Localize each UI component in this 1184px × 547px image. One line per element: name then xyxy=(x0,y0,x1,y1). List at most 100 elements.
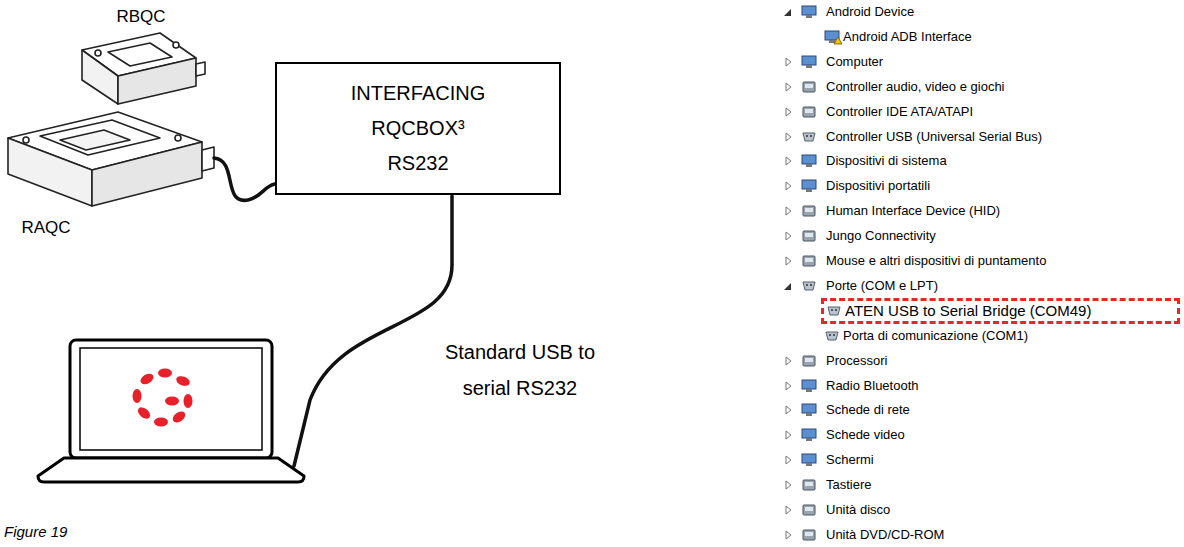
device-icon xyxy=(802,180,816,192)
laptop-base xyxy=(38,458,304,482)
device-icon xyxy=(802,404,816,416)
highlight-box: ATEN USB to Serial Bridge (COM49) xyxy=(821,298,1180,324)
tree-item: Schede video xyxy=(826,427,905,443)
collapsed-arrow xyxy=(786,257,791,265)
collapsed-arrow xyxy=(786,406,791,414)
tree-item: Unità disco xyxy=(826,502,890,518)
device-icon xyxy=(803,231,815,241)
device-icon xyxy=(803,282,815,290)
laptop-screen xyxy=(70,340,272,458)
collapsed-arrow xyxy=(786,157,791,165)
device-icon xyxy=(803,480,815,490)
tree-item: Human Interface Device (HID) xyxy=(826,203,1000,219)
device-icon xyxy=(803,82,815,92)
collapsed-arrow xyxy=(786,58,791,66)
laptop-display xyxy=(80,348,262,450)
tree-item: Processori xyxy=(826,353,887,369)
device-icon xyxy=(802,429,816,441)
collapsed-arrow xyxy=(786,133,791,141)
logo-dot xyxy=(136,405,153,421)
box-text: INTERFACING RQCBOX³ RS232 xyxy=(343,76,493,181)
tree-item: Schermi xyxy=(826,452,874,468)
cable xyxy=(294,196,452,466)
device-icon xyxy=(803,133,815,141)
device-icon xyxy=(802,380,816,392)
tree-item: Unità DVD/CD-ROM xyxy=(826,527,944,543)
raqc-pin xyxy=(175,135,181,141)
tree-expanders xyxy=(784,9,791,539)
rbqc-pin xyxy=(173,42,179,48)
collapsed-arrow xyxy=(786,83,791,91)
tree-item: Tastiere xyxy=(826,477,872,493)
device-icon xyxy=(802,6,816,18)
tree-item: Jungo Connectivity xyxy=(826,228,936,244)
raqc-front xyxy=(92,142,202,206)
tree-item: Computer xyxy=(826,54,883,70)
laptop xyxy=(38,340,304,482)
rbqc-side xyxy=(82,50,118,104)
logo-dot xyxy=(184,394,193,408)
logo-dot xyxy=(133,389,142,403)
logo xyxy=(133,369,193,427)
interface-box: INTERFACING RQCBOX³ RS232 xyxy=(275,62,561,195)
logo-dot xyxy=(154,418,168,427)
collapsed-arrow xyxy=(786,232,791,240)
collapsed-arrow xyxy=(786,506,791,514)
collapsed-arrow xyxy=(786,431,791,439)
rbqc-part xyxy=(82,33,205,104)
device-icon xyxy=(803,505,815,515)
raqc-detail xyxy=(60,130,130,150)
collapsed-arrow xyxy=(786,481,791,489)
device-icon xyxy=(802,56,816,68)
collapsed-arrow xyxy=(786,207,791,215)
device-icon xyxy=(802,155,816,167)
part-label: RBQC xyxy=(116,7,165,27)
logo-dot xyxy=(139,372,156,387)
device-icon xyxy=(803,356,815,366)
device-icon xyxy=(803,206,815,216)
rbqc-pin xyxy=(95,50,101,56)
device-icon xyxy=(826,332,838,340)
cable-label: Standard USB to serial RS232 xyxy=(420,334,620,406)
tree-item: Controller USB (Universal Serial Bus) xyxy=(826,129,1042,145)
figure-caption: Figure 19 xyxy=(4,523,67,541)
logo-dot xyxy=(175,374,191,387)
raqc-detail xyxy=(40,120,160,155)
expanded-arrow xyxy=(784,9,791,16)
tree-item: Controller audio, video e giochi xyxy=(826,79,1005,95)
tree-item: Porta di comunicazione (COM1) xyxy=(843,328,1028,344)
collapsed-arrow xyxy=(786,456,791,464)
device-icon xyxy=(803,256,815,266)
collapsed-arrow xyxy=(786,531,791,539)
tree-item: Schede di rete xyxy=(826,402,910,418)
rbqc-detail xyxy=(108,43,172,66)
warning-icon xyxy=(834,37,842,44)
collapsed-arrow xyxy=(786,357,791,365)
tree-item: Controller IDE ATA/ATAPI xyxy=(826,104,973,120)
box-text: ATEN USB to Serial Bridge (COM49) xyxy=(845,302,1091,320)
raqc-plug xyxy=(202,147,214,171)
tree-item: Radio Bluetooth xyxy=(826,378,919,394)
raqc-pin xyxy=(23,137,29,143)
device-icon xyxy=(803,530,815,540)
device-icon xyxy=(803,107,815,117)
logo-dot xyxy=(171,409,188,424)
collapsed-arrow xyxy=(786,108,791,116)
device-icon xyxy=(802,454,816,466)
raqc-part xyxy=(8,112,214,206)
tree-item: Porte (COM e LPT) xyxy=(826,278,938,294)
tree-item: Android Device xyxy=(826,4,914,20)
logo-dot xyxy=(158,369,172,378)
part-label: RAQC xyxy=(21,218,70,238)
collapsed-arrow xyxy=(786,382,791,390)
tree-item: Dispositivi portatili xyxy=(826,178,930,194)
tree-item: Dispositivi di sistema xyxy=(826,153,947,169)
expanded-arrow xyxy=(784,283,791,290)
collapsed-arrow xyxy=(786,182,791,190)
cable xyxy=(214,158,275,200)
tree-item: Android ADB Interface xyxy=(843,29,972,45)
logo-dot xyxy=(165,397,179,406)
device-icon xyxy=(828,307,840,315)
